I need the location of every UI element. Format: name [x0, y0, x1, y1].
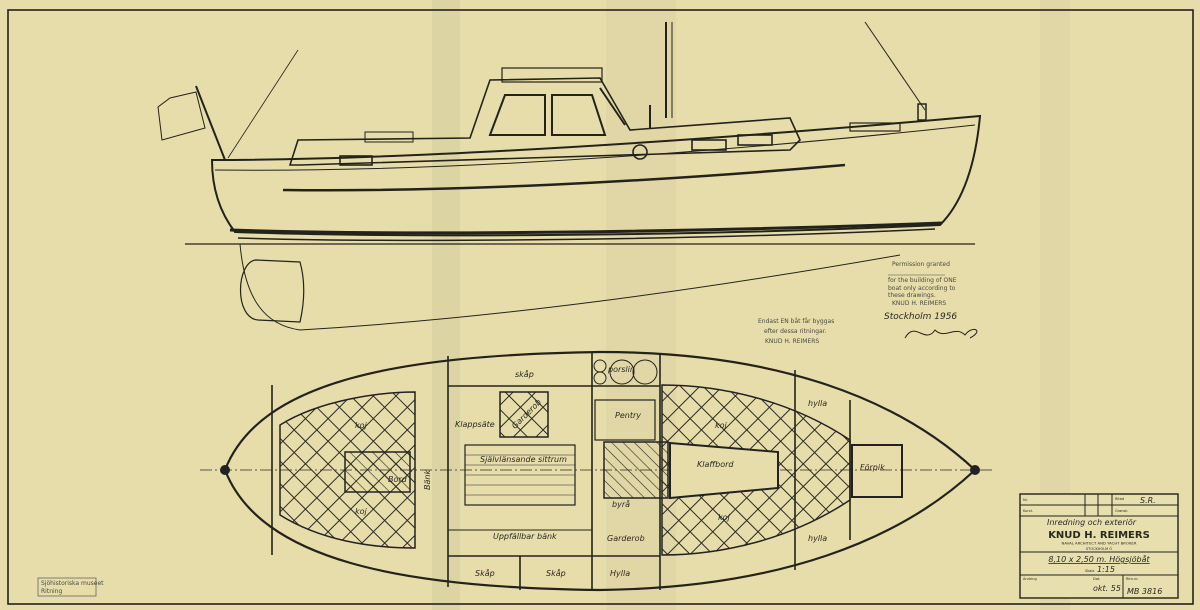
handwritten-signature — [904, 328, 978, 339]
firm-name: KNUD H. REIMERS — [1048, 530, 1150, 541]
archive-stamp: Sjöhistoriska museet Ritning — [37, 577, 104, 597]
drawing-no-label: Ritn.nr. — [1126, 577, 1139, 581]
label-byra: byrå — [612, 499, 630, 509]
english-permission-stamp: Permission granted for the building of O… — [888, 261, 957, 307]
field-nr: Nr. — [1023, 498, 1028, 502]
aft-table — [344, 451, 411, 493]
boat-description: 8,10 x 2,50 m. Högsjöbåt — [1048, 554, 1150, 564]
label-skap: Skåp — [475, 568, 495, 578]
window — [488, 94, 546, 136]
firm-subtitle: NAVAL ARCHITECT AND YACHT BROKER — [1062, 541, 1137, 546]
window — [551, 94, 607, 136]
ritad-value: S.R. — [1140, 496, 1156, 505]
fold-stripe — [432, 0, 460, 610]
svg-text:boat only according to: boat only according to — [888, 285, 956, 292]
label-garderob: Garderob — [607, 534, 645, 543]
scale: 1:15 — [1097, 565, 1115, 574]
label-forpik: Förpik — [860, 463, 885, 472]
propeller-rudder — [240, 259, 305, 323]
signature: Stockholm 1956 — [884, 312, 957, 322]
label-sjalvlansande: Självlänsande sittrum — [480, 455, 567, 464]
label-koj: koj — [718, 513, 731, 522]
rub-rail — [282, 163, 846, 192]
label-uppfallbar-bank: Uppfällbar bänk — [493, 532, 557, 541]
svg-text:Ritning: Ritning — [41, 588, 62, 595]
label-hylla: Hylla — [610, 569, 630, 578]
date: okt. 55 — [1093, 584, 1121, 593]
field-kund: Kund. — [1023, 509, 1033, 513]
label-hylla: hylla — [808, 534, 827, 543]
flagstaff — [195, 85, 226, 161]
porthole — [737, 134, 773, 146]
flag — [157, 91, 206, 141]
svg-text:these drawings.: these drawings. — [888, 292, 936, 299]
label-koj: koj — [355, 507, 368, 516]
title-block: Nr. Kund. Ritad S.R. Gransk. Inredning o… — [1019, 493, 1179, 599]
svg-text:KNUD H. REIMERS: KNUD H. REIMERS — [892, 300, 946, 307]
porthole — [339, 155, 373, 166]
label-skap: Skåp — [546, 568, 566, 578]
label-skap: skåp — [515, 369, 534, 379]
swedish-permission-stamp: Endast EN båt får byggas efter dessa rit… — [758, 318, 834, 345]
firm-city: STOCKHOLM Ö — [1086, 546, 1112, 551]
sheet-border — [7, 9, 1194, 605]
svg-text:for the building of ONE: for the building of ONE — [888, 277, 957, 284]
svg-text:Sjöhistoriska museet: Sjöhistoriska museet — [41, 580, 104, 587]
label-koj: koj — [355, 421, 368, 430]
svg-text:efter dessa ritningar.: efter dessa ritningar. — [764, 328, 827, 335]
drawing-number: MB 3816 — [1127, 587, 1162, 596]
svg-text:Endast EN båt får byggas: Endast EN båt får byggas — [758, 318, 834, 325]
andring-label: Ändring — [1023, 576, 1037, 581]
round-porthole — [632, 144, 648, 160]
label-koj: koj — [715, 421, 728, 430]
label-bank: Bänk — [423, 470, 432, 490]
field-ritad: Ritad — [1115, 497, 1124, 501]
scale-label: Skala — [1085, 569, 1094, 573]
svg-text:Permission granted: Permission granted — [892, 261, 950, 268]
date-label: Dat. — [1093, 577, 1100, 581]
side-profile — [157, 21, 982, 331]
plan-view: skåp porslin Klappsäte Garderob Pentry S… — [200, 350, 995, 592]
label-hylla: hylla — [808, 399, 827, 408]
forestay — [864, 21, 926, 111]
backstay — [227, 49, 299, 159]
label-klappsate: Klappsäte — [455, 420, 495, 429]
label-bord: Bord — [388, 475, 408, 484]
porthole — [691, 139, 727, 151]
label-porslin: porslin — [607, 365, 635, 374]
forepeak — [851, 444, 903, 498]
drop-leaf-table — [669, 441, 779, 500]
drawing-title: Inredning och exteriör — [1047, 518, 1137, 527]
field-granskad: Gransk. — [1115, 509, 1128, 513]
label-pentry: Pentry — [615, 411, 641, 420]
label-klaffbord: Klaffbord — [697, 460, 734, 469]
svg-text:KNUD H. REIMERS: KNUD H. REIMERS — [765, 338, 819, 345]
hull — [210, 114, 982, 237]
